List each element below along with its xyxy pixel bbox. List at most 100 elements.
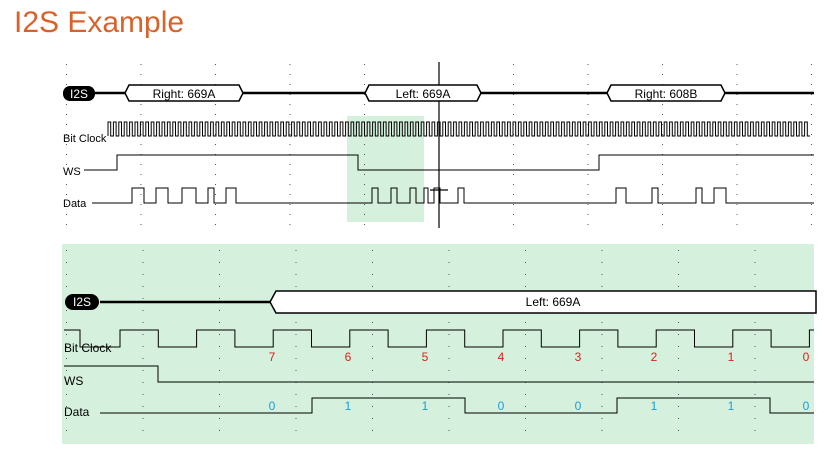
grid-dot bbox=[289, 194, 291, 195]
grid-dot bbox=[525, 322, 526, 323]
grid-dot bbox=[215, 174, 216, 175]
grid-dot bbox=[140, 74, 142, 75]
grid-dot bbox=[525, 394, 526, 395]
grid-dot bbox=[66, 64, 67, 65]
grid-dot bbox=[736, 114, 738, 115]
grid-dot bbox=[754, 418, 756, 419]
grid-dot bbox=[811, 64, 812, 65]
grid-dot bbox=[525, 406, 526, 407]
grid-dot bbox=[364, 204, 365, 205]
grid-dot bbox=[525, 430, 526, 431]
grid-dot bbox=[811, 194, 812, 195]
grid-dot bbox=[736, 104, 738, 105]
grid-dot bbox=[289, 124, 291, 125]
grid-dot bbox=[587, 134, 589, 135]
grid-dot bbox=[364, 154, 365, 155]
grid-dot bbox=[525, 262, 526, 263]
grid-dot bbox=[372, 346, 373, 347]
grid-dot bbox=[66, 104, 67, 105]
grid-dot bbox=[372, 406, 373, 407]
grid-dot bbox=[601, 346, 603, 347]
grid-dot bbox=[736, 224, 738, 225]
grid-dot bbox=[66, 74, 67, 75]
frame-label-left: Left: 669A bbox=[396, 87, 451, 101]
grid-dot bbox=[364, 64, 365, 65]
grid-dot bbox=[601, 262, 603, 263]
grid-dot bbox=[525, 370, 526, 371]
frame-box-left bbox=[269, 290, 817, 314]
grid-dot bbox=[364, 104, 365, 105]
grid-dot bbox=[587, 214, 589, 215]
grid-dot bbox=[736, 94, 738, 95]
bit-clock-waveform bbox=[107, 121, 810, 137]
bit-clock-waveform bbox=[64, 329, 814, 348]
grid-dot bbox=[754, 346, 756, 347]
grid-dot bbox=[140, 114, 142, 115]
grid-dot bbox=[289, 174, 291, 175]
grid-dot bbox=[140, 134, 142, 135]
grid-dot bbox=[295, 286, 297, 287]
zoom-region-highlight bbox=[347, 116, 424, 222]
grid-dot bbox=[587, 84, 589, 85]
top-grid bbox=[66, 64, 812, 225]
grid-dot bbox=[513, 214, 514, 215]
grid-dot bbox=[678, 418, 679, 419]
grid-dot bbox=[140, 124, 142, 125]
grid-dot bbox=[66, 184, 67, 185]
grid-dot bbox=[289, 64, 291, 65]
grid-dot bbox=[66, 262, 67, 263]
grid-dot bbox=[142, 274, 144, 275]
grid-dot bbox=[295, 250, 297, 251]
grid-dot bbox=[295, 346, 297, 347]
grid-dot bbox=[525, 346, 526, 347]
bit-index-label: 2 bbox=[651, 350, 658, 364]
grid-dot bbox=[289, 114, 291, 115]
grid-dot bbox=[66, 310, 67, 311]
grid-dot bbox=[513, 104, 514, 105]
grid-dot bbox=[513, 224, 514, 225]
grid-dot bbox=[513, 174, 514, 175]
i2s-bus-row: I2S Right: 669A Left: 669A Right: 608B bbox=[63, 84, 814, 102]
data-bit-label: 1 bbox=[345, 399, 352, 413]
grid-dot bbox=[66, 84, 67, 85]
grid-dot bbox=[678, 286, 679, 287]
grid-dot bbox=[754, 394, 756, 395]
grid-dot bbox=[448, 406, 450, 407]
grid-dot bbox=[66, 274, 67, 275]
data-waveform bbox=[92, 187, 814, 204]
grid-dot bbox=[601, 394, 603, 395]
grid-dot bbox=[448, 286, 450, 287]
grid-dot bbox=[215, 144, 216, 145]
grid-dot bbox=[66, 154, 67, 155]
signal-label-bit-clock: Bit Clock bbox=[64, 341, 112, 355]
grid-dot bbox=[219, 322, 220, 323]
grid-dot bbox=[364, 144, 365, 145]
grid-dot bbox=[662, 64, 663, 65]
grid-dot bbox=[295, 370, 297, 371]
grid-dot bbox=[448, 334, 450, 335]
grid-dot bbox=[142, 322, 144, 323]
grid-dot bbox=[142, 310, 144, 311]
grid-dot bbox=[513, 204, 514, 205]
data-bit-label: 0 bbox=[498, 399, 505, 413]
grid-dot bbox=[289, 184, 291, 185]
grid-dot bbox=[66, 204, 67, 205]
grid-dot bbox=[601, 430, 603, 431]
grid-dot bbox=[678, 322, 679, 323]
grid-dot bbox=[219, 274, 220, 275]
grid-dot bbox=[587, 174, 589, 175]
grid-dot bbox=[736, 174, 738, 175]
grid-dot bbox=[587, 184, 589, 185]
grid-dot bbox=[295, 358, 297, 359]
grid-dot bbox=[66, 250, 67, 251]
frame-label-right-2: Right: 608B bbox=[635, 87, 698, 101]
grid-dot bbox=[364, 114, 365, 115]
grid-dot bbox=[215, 64, 216, 65]
grid-dot bbox=[736, 74, 738, 75]
grid-dot bbox=[662, 114, 663, 115]
grid-dot bbox=[140, 194, 142, 195]
bus-label: I2S bbox=[70, 87, 88, 101]
grid-dot bbox=[215, 74, 216, 75]
grid-dot bbox=[289, 204, 291, 205]
grid-dot bbox=[754, 322, 756, 323]
